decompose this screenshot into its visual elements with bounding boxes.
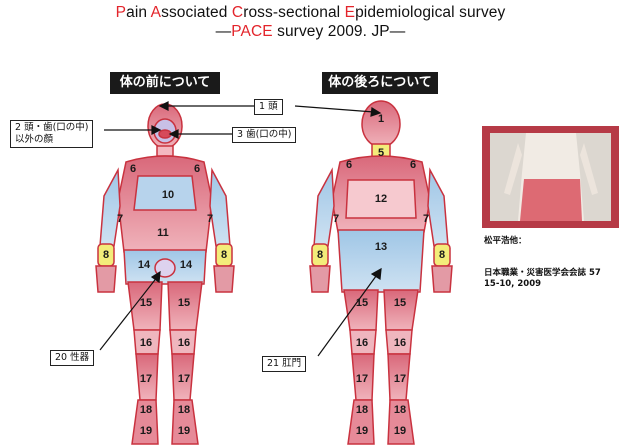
back-region-foot-r: 19 <box>394 425 406 437</box>
callout-anus: 21 肛門 <box>262 356 306 372</box>
front-region-hand-r: 8 <box>221 249 227 261</box>
front-region-hand-l: 8 <box>103 249 109 261</box>
front-region-ankle-r: 18 <box>178 404 190 416</box>
back-lower-back <box>338 230 424 292</box>
front-region-shoulder-r: 6 <box>194 163 200 175</box>
back-upper-arm-right <box>428 170 448 246</box>
front-hand-right <box>214 266 234 292</box>
back-region-shin-l: 17 <box>356 373 368 385</box>
front-region-foot-r: 19 <box>178 425 190 437</box>
back-hand-left <box>310 266 330 292</box>
front-region-hip-l: 14 <box>138 259 151 271</box>
back-region-upper-back: 12 <box>375 193 387 205</box>
back-region-knee-l: 16 <box>356 337 368 349</box>
back-hand-right <box>432 266 452 292</box>
front-region-thigh-r: 15 <box>178 297 190 309</box>
back-region-head: 1 <box>378 113 384 125</box>
front-region-shoulder-l: 6 <box>130 163 136 175</box>
back-region-lower-back: 13 <box>375 241 387 253</box>
front-region-foot-l: 19 <box>140 425 152 437</box>
front-upper-arm-left <box>100 170 120 246</box>
front-neck <box>157 146 173 156</box>
reference-author: 松平浩他： <box>484 236 527 247</box>
back-region-thigh-l: 15 <box>356 297 368 309</box>
back-region-hand-l: 8 <box>317 249 323 261</box>
front-region-thigh-l: 15 <box>140 297 152 309</box>
front-hand-left <box>96 266 116 292</box>
front-region-upper-arm-l: 7 <box>117 213 123 225</box>
back-region-knee-r: 16 <box>394 337 406 349</box>
back-thigh-right <box>384 290 418 330</box>
front-region-ankle-l: 18 <box>140 404 152 416</box>
front-region-upper-arm-r: 7 <box>207 213 213 225</box>
back-upper-arm-left <box>314 170 334 246</box>
front-region-abdomen: 11 <box>157 227 169 239</box>
front-region-shin-r: 17 <box>178 373 190 385</box>
front-figure <box>96 104 234 444</box>
back-region-upper-arm-r: 7 <box>423 213 429 225</box>
callout-genital: 20 性器 <box>50 350 94 366</box>
back-region-ankle-r: 18 <box>394 404 406 416</box>
lower-back-photo-figure <box>490 133 611 221</box>
back-region-thigh-r: 15 <box>394 297 406 309</box>
front-region-chest: 10 <box>162 189 174 201</box>
front-region-shin-l: 17 <box>140 373 152 385</box>
callout-face: 2 頭・歯(口の中) 以外の顔 <box>10 120 93 148</box>
back-region-shoulder-r: 6 <box>410 159 416 171</box>
back-region-ankle-l: 18 <box>356 404 368 416</box>
front-region-knee-r: 16 <box>178 337 190 349</box>
lower-back-photo <box>482 126 619 228</box>
back-region-upper-arm-l: 7 <box>333 213 339 225</box>
back-region-hand-r: 8 <box>439 249 445 261</box>
callout-head: 1 頭 <box>254 99 283 115</box>
reference-pages: 15-10, 2009 <box>484 279 541 290</box>
callout-teeth: 3 歯(口の中) <box>232 127 296 143</box>
front-region-hip-r: 14 <box>180 259 193 271</box>
reference-journal: 日本職業・災害医学会会誌 57 <box>484 268 601 279</box>
back-region-shoulder-l: 6 <box>346 159 352 171</box>
back-region-foot-l: 19 <box>356 425 368 437</box>
front-region-knee-l: 16 <box>140 337 152 349</box>
back-region-neck: 5 <box>378 147 384 159</box>
back-region-shin-r: 17 <box>394 373 406 385</box>
front-upper-arm-right <box>210 170 230 246</box>
